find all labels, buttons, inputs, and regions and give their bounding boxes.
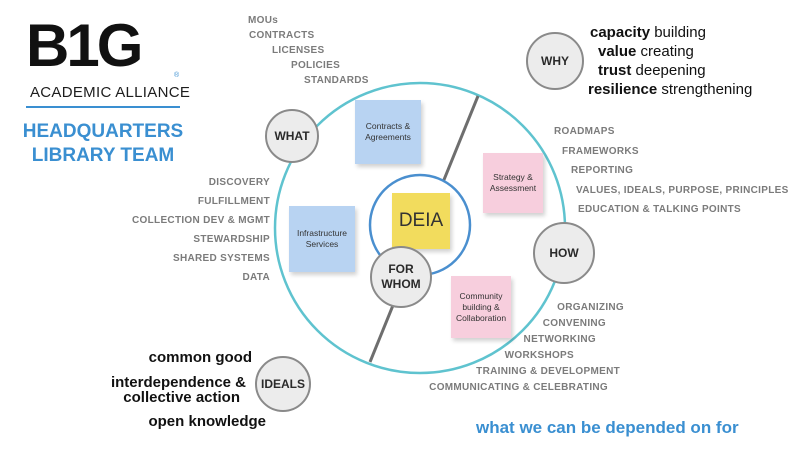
circle-what: WHAT <box>265 109 319 163</box>
note-infrastructure: Infrastructure Services <box>289 206 355 272</box>
team-title-line2: LIBRARY TEAM <box>31 145 175 166</box>
why-item-rest: building <box>654 24 706 41</box>
strategy-list-item: FRAMEWORKS <box>562 145 639 157</box>
why-item-bold: value <box>598 43 637 60</box>
what-list-item: MOUs <box>248 15 279 26</box>
what-list-item: STANDARDS <box>304 75 369 86</box>
strategy-list-item: REPORTING <box>571 165 634 176</box>
why-item: trust deepening <box>586 61 752 80</box>
note-deia: DEIA <box>392 193 450 249</box>
why-list: capacity building value creating trust d… <box>586 23 752 99</box>
circle-for-whom-line1: FOR <box>388 262 414 276</box>
logo-name: ACADEMIC ALLIANCE <box>30 84 191 101</box>
team-title: HEADQUARTERS LIBRARY TEAM <box>8 120 198 168</box>
how-list-item: WORKSHOPS <box>504 350 574 361</box>
circle-for-whom: FOR WHOM <box>370 246 432 308</box>
note-contracts: Contracts & Agreements <box>355 100 421 164</box>
how-list: ORGANIZING CONVENING NETWORKING WORKSHOP… <box>420 300 624 396</box>
why-item-bold: trust <box>598 62 632 79</box>
why-item-bold: capacity <box>590 24 651 41</box>
why-item: value creating <box>586 42 752 61</box>
note-strategy: Strategy & Assessment <box>483 153 543 213</box>
strategy-list-item: ROADMAPS <box>554 126 615 137</box>
circle-why: WHY <box>526 32 584 90</box>
services-list-item: STEWARDSHIP <box>193 234 270 245</box>
why-item-rest: deepening <box>635 62 706 79</box>
how-list-item: TRAINING & DEVELOPMENT <box>476 366 620 377</box>
note-community: Community building & Collaboration <box>451 276 511 338</box>
why-item-bold: resilience <box>588 81 658 98</box>
ideals-item: interdependence & <box>110 374 246 391</box>
how-list-item: NETWORKING <box>523 334 596 345</box>
services-list: DISCOVERY FULFILLMENT COLLECTION DEV & M… <box>100 173 270 287</box>
logo-mark: B1G <box>26 12 143 79</box>
why-item: resilience strengthening <box>586 80 752 99</box>
services-list-item: DISCOVERY <box>208 177 270 188</box>
services-list-item: DATA <box>242 272 270 283</box>
circle-ideals: IDEALS <box>255 356 311 412</box>
services-list-item: COLLECTION DEV & MGMT <box>132 215 270 226</box>
tagline: what we can be depended on for <box>476 418 739 437</box>
strategy-list-item: VALUES, IDEALS, PURPOSE, PRINCIPLES <box>576 184 789 196</box>
how-list-item: CONVENING <box>542 318 606 329</box>
registered-mark: ® <box>174 72 180 79</box>
services-list-item: FULFILLMENT <box>197 196 270 207</box>
circle-how: HOW <box>533 222 595 284</box>
strategy-list: ROADMAPS FRAMEWORKS REPORTING VALUES, ID… <box>554 122 789 220</box>
ideals-item: open knowledge <box>148 413 266 430</box>
what-list-item: LICENSES <box>272 45 325 56</box>
circle-for-whom-line2: WHOM <box>381 277 421 291</box>
ideals-item: common good <box>148 349 252 366</box>
why-item-rest: strengthening <box>661 81 753 98</box>
how-list-item: COMMUNICATING & CELEBRATING <box>429 382 608 393</box>
what-list-item: CONTRACTS <box>249 30 315 41</box>
how-list-item: ORGANIZING <box>557 302 624 313</box>
what-list: MOUs CONTRACTS LICENSES POLICIES STANDAR… <box>248 13 369 88</box>
services-list-item: SHARED SYSTEMS <box>173 253 270 264</box>
ideals-list: common good interdependence & collective… <box>80 349 266 429</box>
team-title-line1: HEADQUARTERS <box>22 121 184 142</box>
strategy-list-item: EDUCATION & TALKING POINTS <box>578 204 741 215</box>
why-item-rest: creating <box>640 43 694 60</box>
ideals-item: collective action <box>123 389 240 406</box>
what-list-item: POLICIES <box>291 60 341 71</box>
why-item: capacity building <box>586 23 752 42</box>
